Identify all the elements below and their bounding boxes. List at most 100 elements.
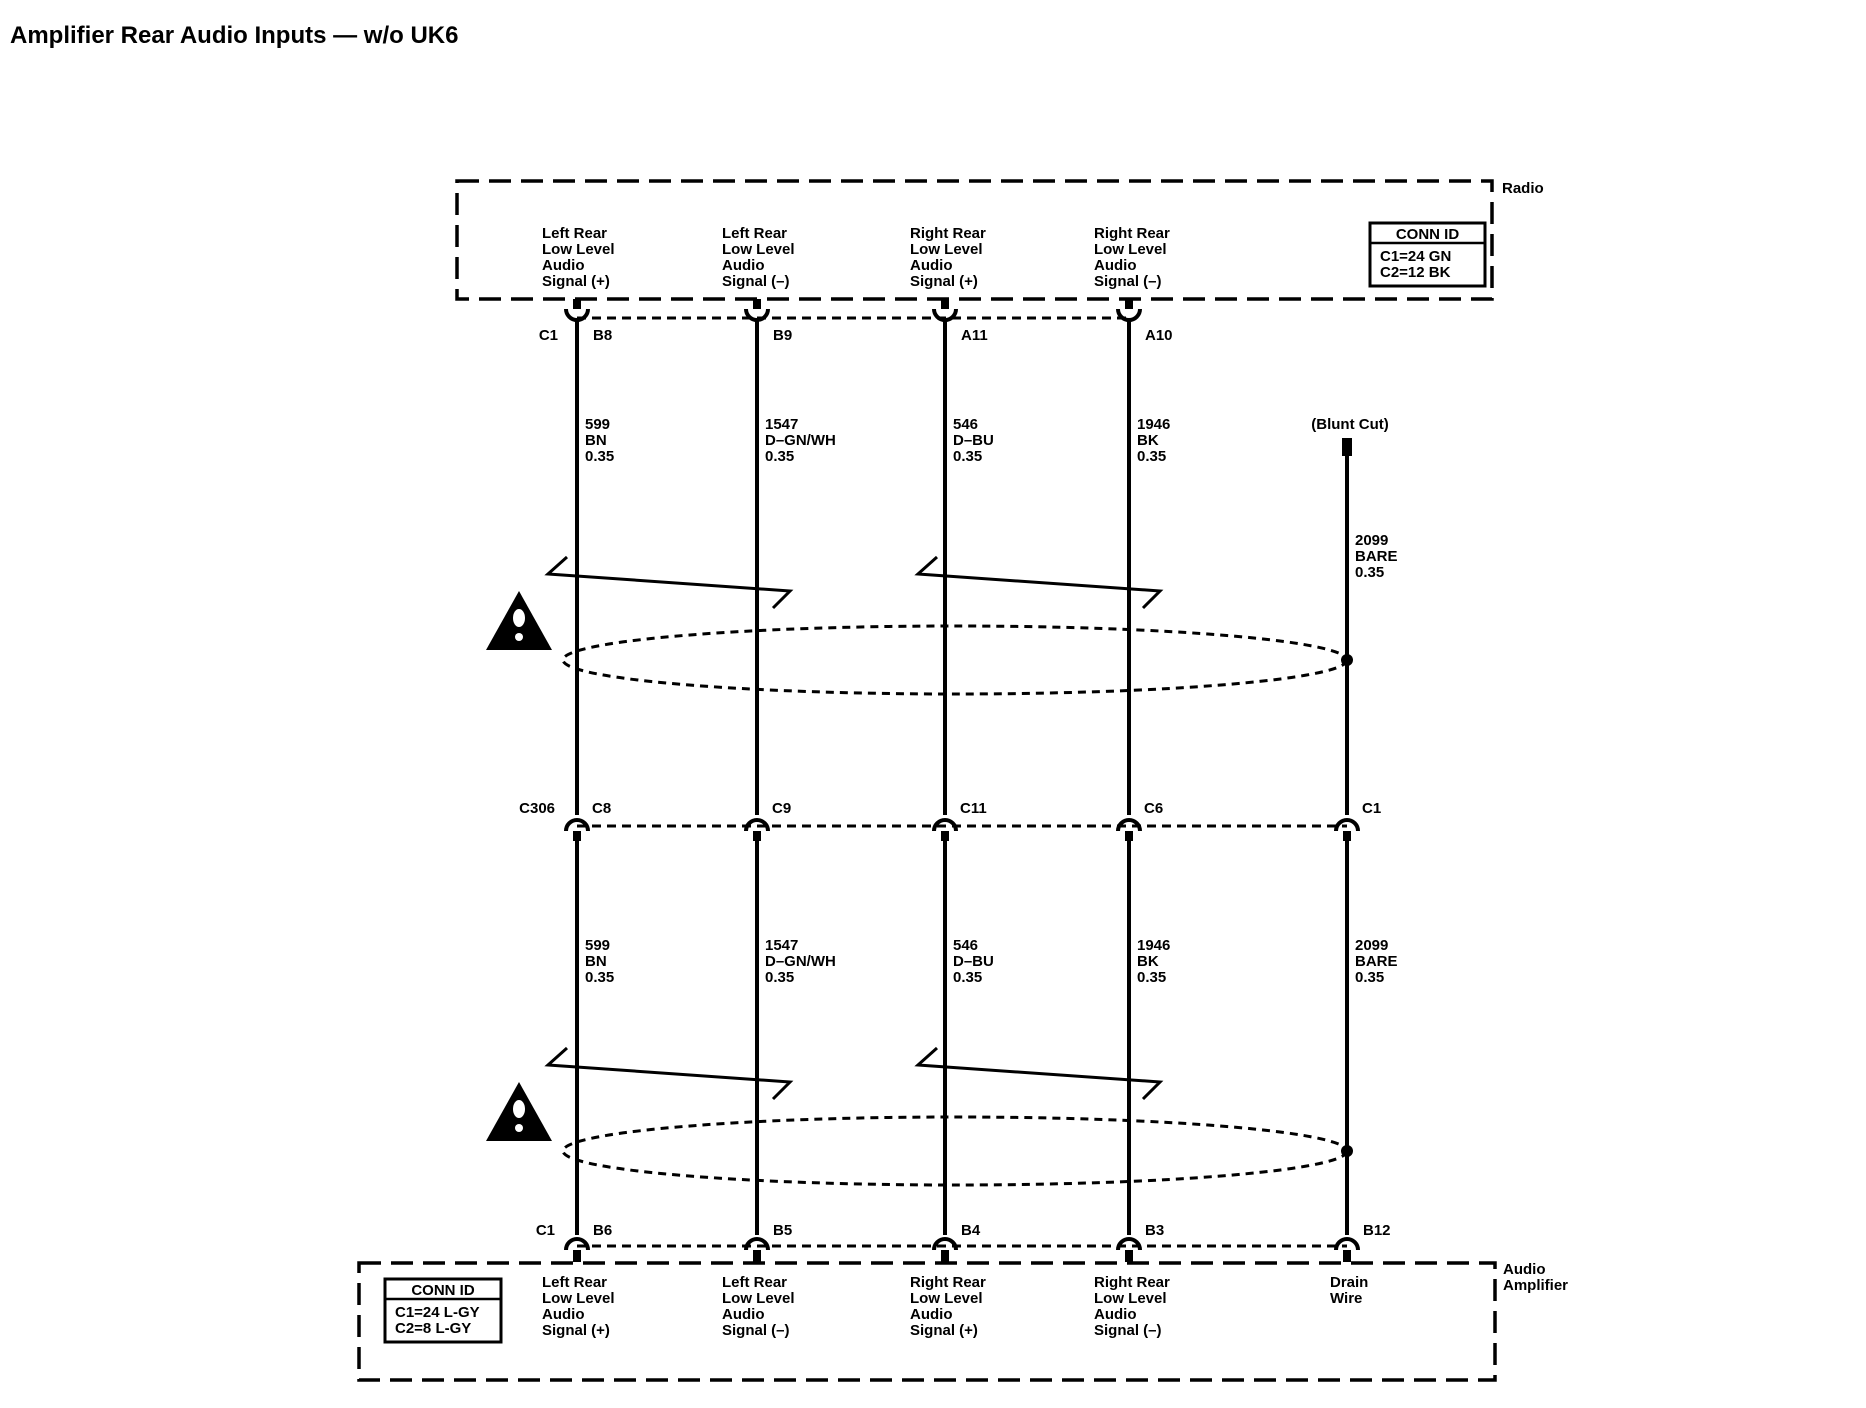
blunt-cut-end xyxy=(1342,438,1352,456)
radio-signal-label-3-line-0: Right Rear xyxy=(1094,225,1170,242)
inline-terminal-stub-3 xyxy=(1125,831,1133,841)
inline-terminal-4-arc xyxy=(1334,818,1360,832)
amp-signal-label-2-line-2: Audio xyxy=(910,1306,953,1323)
amplifier-name-line-0: Audio xyxy=(1503,1261,1546,1278)
radio-signal-label-1-line-1: Low Level xyxy=(722,241,795,258)
shield-upper-twist-right xyxy=(914,555,1164,610)
radio-conn-id-frame xyxy=(1368,221,1487,288)
wire-label-upper-3-line-1: BK xyxy=(1137,432,1159,449)
radio-conn-id-line-0: C1=24 GN xyxy=(1380,248,1451,265)
radio-signal-label-1-line-3: Signal (–) xyxy=(722,273,790,290)
wire-label-lower-0-line-0: 599 xyxy=(585,937,610,954)
radio-signal-label-0-line-3: Signal (+) xyxy=(542,273,610,290)
wire-label-upper-4-line-2: 0.35 xyxy=(1355,564,1384,581)
amp-signal-label-0-line-1: Low Level xyxy=(542,1290,615,1307)
amp-signal-label-3-line-1: Low Level xyxy=(1094,1290,1167,1307)
amp-pin-0: B6 xyxy=(593,1222,612,1239)
wire-label-lower-4-line-2: 0.35 xyxy=(1355,969,1384,986)
wire-label-lower-2-line-2: 0.35 xyxy=(953,969,982,986)
radio-signal-label-3-line-2: Audio xyxy=(1094,257,1137,274)
wire-label-lower-1-line-1: D–GN/WH xyxy=(765,953,836,970)
wire-label-upper-2-line-0: 546 xyxy=(953,416,978,433)
radio-name: Radio xyxy=(1502,180,1544,197)
amplifier-conn-id-frame xyxy=(383,1277,503,1344)
amplifier-name-line-1: Amplifier xyxy=(1503,1277,1568,1294)
inline-terminal-stub-0 xyxy=(573,831,581,841)
wire-label-lower-2-line-1: D–BU xyxy=(953,953,994,970)
wire-label-lower-0-line-2: 0.35 xyxy=(585,969,614,986)
radio-conn-id-line-1: C2=12 BK xyxy=(1380,264,1451,281)
amp-signal-label-0-line-0: Left Rear xyxy=(542,1274,607,1291)
amplifier-connector-name: C1 xyxy=(536,1222,555,1239)
radio-signal-label-0-line-2: Audio xyxy=(542,257,585,274)
shield-lower-twist-right xyxy=(914,1046,1164,1101)
shield-lower-warning-icon xyxy=(486,1082,552,1141)
wire-label-upper-4-line-0: 2099 xyxy=(1355,532,1388,549)
inline-terminal-stub-2 xyxy=(941,831,949,841)
warning-exclamation-bar xyxy=(513,1100,525,1118)
radio-signal-label-1-line-2: Audio xyxy=(722,257,765,274)
inline-terminal-1-arc xyxy=(744,818,770,832)
radio-signal-label-2-line-0: Right Rear xyxy=(910,225,986,242)
radio-pin-1: B9 xyxy=(773,327,792,344)
radio-terminal-3-arc xyxy=(1116,308,1142,322)
wire-label-upper-1-line-0: 1547 xyxy=(765,416,798,433)
shield-upper-warning-icon xyxy=(486,591,552,650)
radio-signal-label-0-line-1: Low Level xyxy=(542,241,615,258)
wire-label-lower-3-line-1: BK xyxy=(1137,953,1159,970)
amp-signal-label-1-line-0: Left Rear xyxy=(722,1274,787,1291)
inline-pin-0: C8 xyxy=(592,800,611,817)
wires xyxy=(564,299,1360,1262)
radio-signal-label-3-line-3: Signal (–) xyxy=(1094,273,1162,290)
inline-terminal-0-arc xyxy=(564,818,590,832)
wire-label-lower-1-line-0: 1547 xyxy=(765,937,798,954)
wire-label-lower-4-line-1: BARE xyxy=(1355,953,1398,970)
amp-signal-label-0-line-2: Audio xyxy=(542,1306,585,1323)
amp-signal-label-1-line-2: Audio xyxy=(722,1306,765,1323)
inline-terminal-stub-1 xyxy=(753,831,761,841)
amplifier-conn-id-line-0: C1=24 L-GY xyxy=(395,1304,480,1321)
radio-box xyxy=(455,179,1494,301)
radio-signal-label-1-line-0: Left Rear xyxy=(722,225,787,242)
radio-terminal-stub-2 xyxy=(941,299,949,309)
shield-lower-twist-left xyxy=(544,1046,794,1101)
wire-label-upper-1-line-1: D–GN/WH xyxy=(765,432,836,449)
shield-upper-ellipse xyxy=(561,624,1349,696)
wire-label-upper-0-line-0: 599 xyxy=(585,416,610,433)
radio-pin-2: A11 xyxy=(961,327,988,344)
shield-upper-twist-left xyxy=(544,555,794,610)
radio-pin-3: A10 xyxy=(1145,327,1173,344)
radio-terminal-stub-1 xyxy=(753,299,761,309)
amp-terminal-0-arc xyxy=(564,1237,590,1251)
amp-signal-label-4-line-0: Drain xyxy=(1330,1274,1368,1291)
amp-pin-2: B4 xyxy=(961,1222,981,1239)
wire-label-upper-3-line-0: 1946 xyxy=(1137,416,1170,433)
amp-pin-3: B3 xyxy=(1145,1222,1164,1239)
wire-label-upper-1-line-2: 0.35 xyxy=(765,448,794,465)
inline-pin-1: C9 xyxy=(772,800,791,817)
warning-exclamation-bar xyxy=(513,609,525,627)
radio-terminal-stub-0 xyxy=(573,299,581,309)
page-title: Amplifier Rear Audio Inputs — w/o UK6 xyxy=(10,22,459,49)
amp-terminal-stub-2 xyxy=(941,1250,949,1262)
component-boxes xyxy=(357,179,1497,1382)
amp-signal-label-3-line-3: Signal (–) xyxy=(1094,1322,1162,1339)
amp-pin-4: B12 xyxy=(1363,1222,1391,1239)
inline-terminal-2-arc xyxy=(932,818,958,832)
radio-pin-0: B8 xyxy=(593,327,612,344)
amp-signal-label-2-line-0: Right Rear xyxy=(910,1274,986,1291)
amp-terminal-1-arc xyxy=(744,1237,770,1251)
wire-label-lower-4-line-0: 2099 xyxy=(1355,937,1388,954)
amp-signal-label-0-line-3: Signal (+) xyxy=(542,1322,610,1339)
radio-signal-label-2-line-2: Audio xyxy=(910,257,953,274)
shield-lower-drain-dot xyxy=(1341,1145,1353,1157)
radio-signal-label-0-line-0: Left Rear xyxy=(542,225,607,242)
shield-upper-drain-dot xyxy=(1341,654,1353,666)
amplifier-conn-id-line-1: C2=8 L-GY xyxy=(395,1320,471,1337)
amp-signal-label-3-line-0: Right Rear xyxy=(1094,1274,1170,1291)
amp-signal-label-2-line-3: Signal (+) xyxy=(910,1322,978,1339)
warning-exclamation-dot xyxy=(515,1124,523,1132)
radio-terminal-2-arc xyxy=(932,308,958,322)
